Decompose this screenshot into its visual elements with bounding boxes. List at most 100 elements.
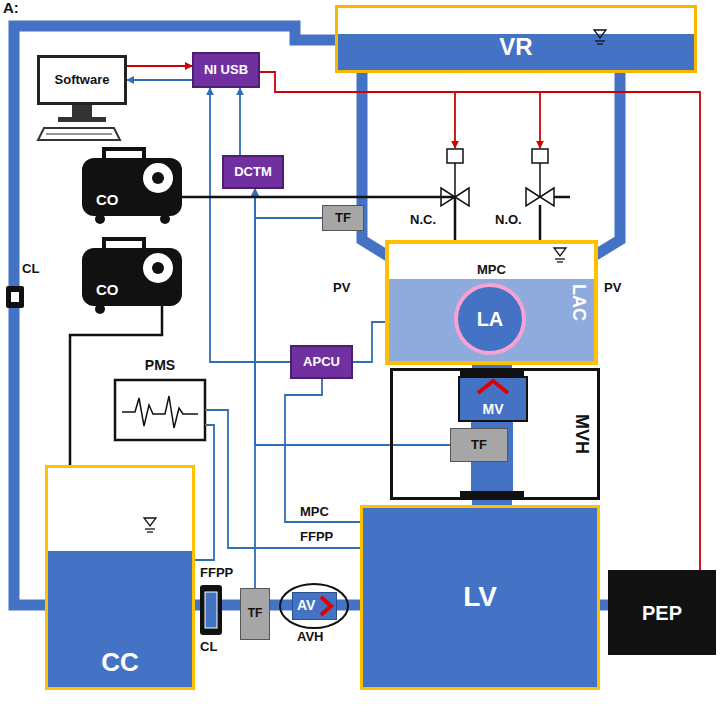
part-label: PV bbox=[333, 281, 350, 295]
signal-line bbox=[195, 425, 214, 560]
level-mark bbox=[145, 528, 155, 529]
vent-line bbox=[539, 205, 542, 240]
node-text: MVH bbox=[571, 414, 591, 454]
ventricle-chamber: LV bbox=[360, 505, 600, 690]
signal-line bbox=[260, 72, 700, 570]
valve-leaflet bbox=[478, 381, 508, 393]
compressor-hub bbox=[152, 262, 164, 274]
node-text: APCU bbox=[303, 355, 340, 369]
node-text: TF bbox=[471, 438, 487, 452]
node-text: Software bbox=[55, 73, 110, 87]
monitor-base bbox=[58, 117, 106, 122]
clamp-icon bbox=[6, 286, 24, 308]
aortic-valve: AV bbox=[292, 592, 337, 620]
part-label: AVH bbox=[297, 630, 323, 644]
node-text: PMS bbox=[145, 358, 175, 373]
node-text: DCTM bbox=[234, 165, 272, 179]
node-text: LA bbox=[477, 308, 504, 330]
valve-actuator bbox=[447, 149, 463, 163]
compressor-handle bbox=[104, 239, 144, 248]
valve-stem bbox=[454, 163, 456, 197]
signal-line bbox=[127, 79, 192, 81]
compressor-hub bbox=[152, 172, 164, 184]
flow-sensor: TF bbox=[240, 588, 270, 640]
compressor-tank bbox=[82, 158, 182, 216]
compressor-wheel bbox=[160, 214, 170, 224]
part-label: MPC bbox=[300, 505, 329, 519]
clamp-body bbox=[200, 585, 222, 635]
control-wire bbox=[539, 92, 541, 148]
vent-line bbox=[554, 196, 570, 199]
fluid-pipe bbox=[195, 600, 240, 611]
part-label: FFPP bbox=[300, 530, 333, 544]
water-level bbox=[144, 30, 606, 532]
signal-line bbox=[285, 379, 360, 522]
monitor-stand bbox=[72, 105, 92, 117]
signal-line bbox=[205, 410, 360, 548]
fluid-pipe bbox=[600, 600, 608, 611]
flow-sensor: TF bbox=[322, 205, 364, 231]
clamp-window bbox=[205, 592, 217, 628]
compliance-chamber: CC bbox=[45, 465, 195, 690]
compressor-fan bbox=[142, 252, 174, 284]
control-wire bbox=[454, 92, 456, 148]
flange bbox=[460, 491, 524, 497]
valve-actuator bbox=[532, 149, 548, 163]
pressure-monitor: PMS bbox=[115, 358, 205, 443]
clamp-window bbox=[11, 292, 19, 302]
compressor-tank bbox=[82, 248, 182, 306]
level-mark bbox=[597, 43, 603, 44]
compressor-handle bbox=[104, 149, 144, 158]
compressor: CO bbox=[82, 158, 182, 216]
valve-body bbox=[526, 188, 540, 206]
part-label: FFPP bbox=[200, 566, 233, 580]
computer-screen: Software bbox=[37, 55, 127, 105]
part-label: CL bbox=[22, 262, 39, 276]
part-label: MPC bbox=[477, 263, 506, 277]
node-text: LAC bbox=[568, 284, 588, 321]
node-text: LV bbox=[463, 582, 497, 613]
part-label: N.C. bbox=[410, 213, 436, 227]
part-label: PV bbox=[604, 281, 621, 295]
level-mark bbox=[147, 531, 153, 532]
reservoir-tank: VR bbox=[335, 5, 697, 73]
atrium-circle: LA bbox=[454, 283, 526, 355]
keyboard bbox=[38, 128, 120, 140]
valve-stem bbox=[539, 163, 541, 197]
module-box: DCTM bbox=[222, 155, 284, 189]
level-mark bbox=[144, 518, 156, 526]
signal-line bbox=[255, 189, 322, 218]
level-mark bbox=[557, 261, 563, 262]
part-label: N.O. bbox=[495, 213, 522, 227]
valve-leaflet bbox=[321, 597, 331, 615]
signal-line bbox=[70, 306, 162, 465]
monitor-screen bbox=[115, 380, 205, 440]
node-text: TF bbox=[248, 607, 263, 620]
valve-holder: MVHMVTF bbox=[390, 368, 600, 500]
compressor: CO bbox=[82, 248, 182, 306]
node-text: CO bbox=[96, 192, 119, 209]
level-mark bbox=[555, 258, 565, 259]
atrial-chamber: LAC LA bbox=[385, 240, 598, 365]
pump-box: PEP bbox=[608, 570, 716, 655]
fluid-pipe bbox=[337, 600, 360, 611]
valve-body bbox=[540, 188, 554, 206]
daq-box: NI USB bbox=[192, 52, 260, 88]
compressor-icon bbox=[82, 239, 182, 314]
node-text: PEP bbox=[642, 602, 682, 624]
part-label: A: bbox=[3, 0, 19, 17]
valve-holder-ring bbox=[280, 584, 348, 628]
node-text: CC bbox=[101, 648, 139, 677]
part-label: CL bbox=[200, 640, 217, 654]
control-unit: APCU bbox=[290, 345, 353, 379]
level-mark bbox=[554, 248, 566, 256]
level-mark bbox=[595, 40, 605, 41]
fluid-pipe bbox=[270, 600, 292, 611]
node-text: CO bbox=[96, 282, 119, 299]
node-text: AV bbox=[297, 598, 315, 613]
clamp-body bbox=[6, 286, 24, 308]
computer-icon bbox=[38, 105, 120, 140]
level-mark bbox=[594, 30, 606, 38]
